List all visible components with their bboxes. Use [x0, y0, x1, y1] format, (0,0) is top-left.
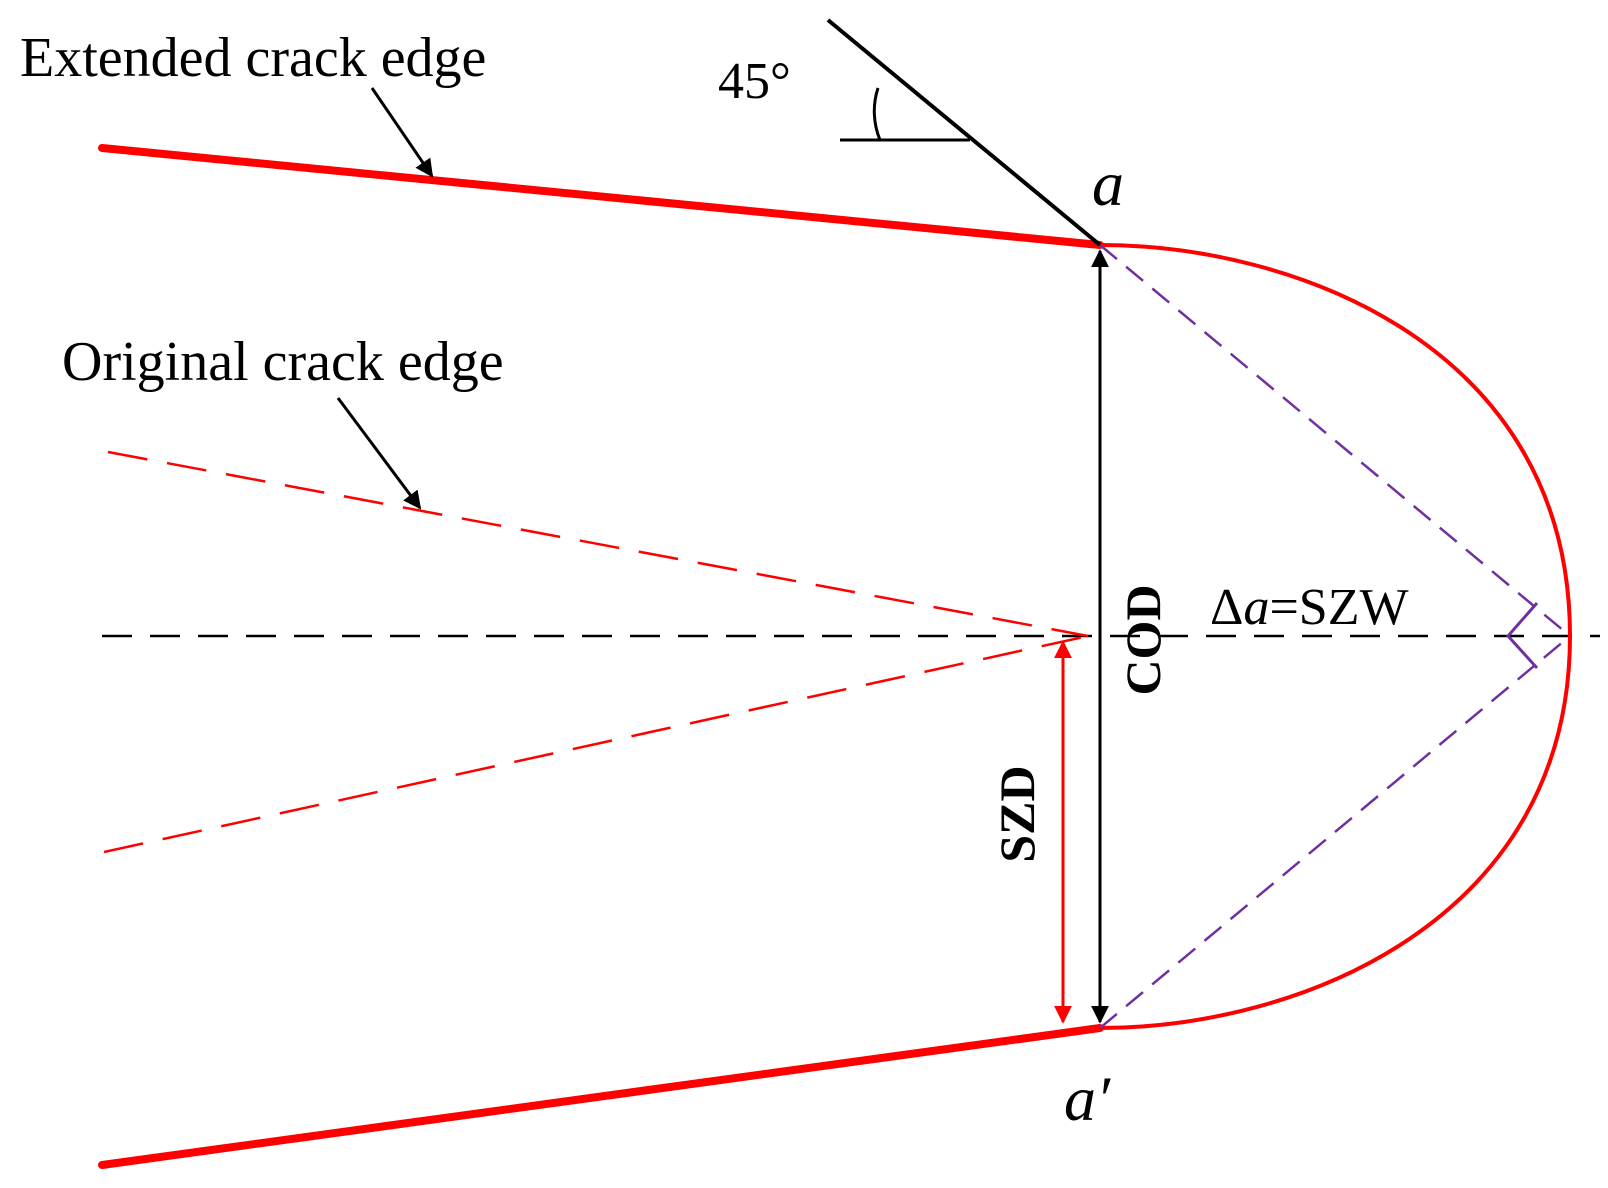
delta-a-variable: a: [1243, 579, 1269, 636]
point-a-label: a: [1092, 148, 1124, 219]
construction-line-upper: [1099, 244, 1571, 637]
cod-label: COD: [1115, 584, 1171, 695]
delta-a-rest: =SZW: [1269, 579, 1408, 636]
delta-symbol: Δ: [1210, 579, 1243, 636]
original-crack-edge-upper: [107, 450, 1089, 638]
extended-edge-pointer: [370, 87, 434, 178]
original-crack-edge-lower: [103, 634, 1089, 854]
construction-line-lower: [1099, 635, 1571, 1029]
extended-crack-edge-label: Extended crack edge: [20, 27, 486, 89]
original-crack-edge-label: Original crack edge: [62, 331, 504, 393]
extended-crack-edge-upper: [98, 144, 1104, 249]
delta-a-szw-label: Δa=SZW: [1210, 579, 1409, 636]
original-edge-pointer: [336, 397, 422, 510]
right-angle-marker: [1505, 602, 1539, 670]
point-a-prime-label: a′: [1064, 1063, 1111, 1134]
extended-crack-edge-lower: [98, 1024, 1104, 1169]
angle-reference-line: [826, 18, 1102, 247]
angle-arc: [872, 87, 882, 141]
szd-label: SZD: [989, 765, 1045, 862]
angle-label: 45°: [718, 53, 791, 110]
